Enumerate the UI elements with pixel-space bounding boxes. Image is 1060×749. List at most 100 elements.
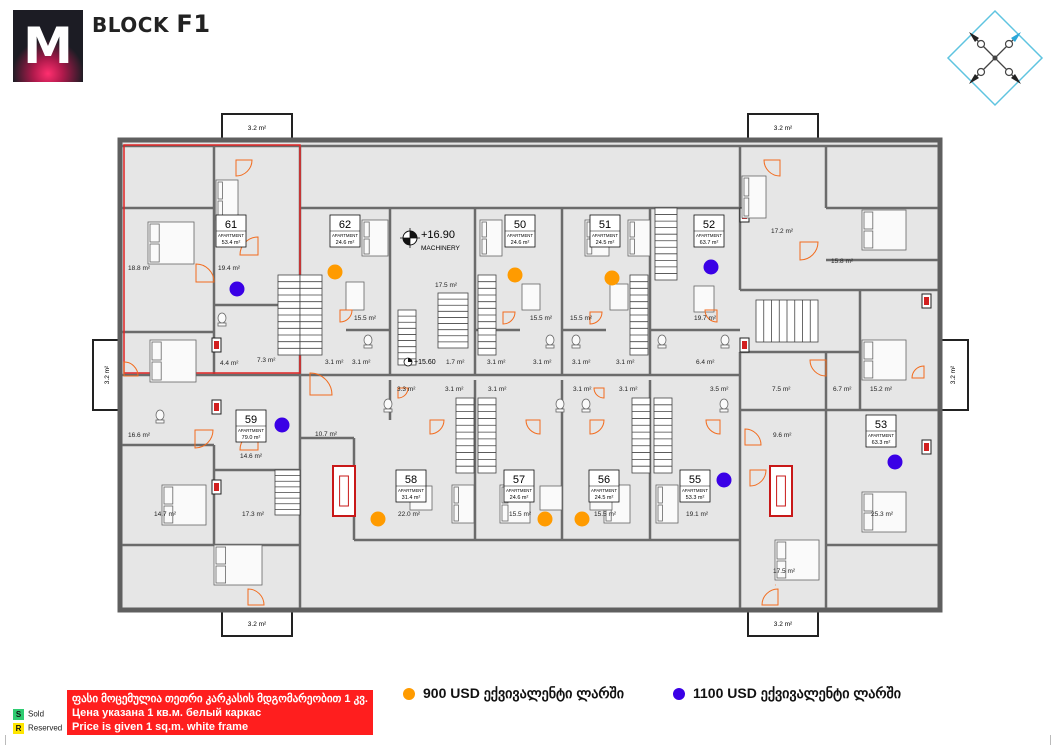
room-area-label: 19.7 m² bbox=[694, 315, 717, 322]
room-area-label: 3.1 m² bbox=[533, 359, 552, 366]
room-area-label: 3.1 m² bbox=[616, 359, 635, 366]
door-swing bbox=[195, 263, 215, 283]
small-shaft bbox=[211, 399, 222, 415]
door-swing bbox=[705, 419, 721, 435]
orange-price-dot bbox=[327, 264, 343, 280]
apartment-area: 24.6 m² bbox=[511, 240, 530, 246]
room-area-label: 15.5 m² bbox=[530, 315, 553, 322]
apartment-number: 52 bbox=[703, 219, 715, 231]
door-swing bbox=[799, 241, 819, 261]
price-note-box: ფასი მოცემულია თეთრი კარკასის მდგომარეობ… bbox=[67, 690, 373, 735]
room-area-label: 25.3 m² bbox=[871, 511, 894, 518]
bed bbox=[147, 221, 195, 265]
bed bbox=[627, 219, 651, 257]
bed bbox=[479, 219, 503, 257]
machinery-label: MACHINERY bbox=[421, 245, 461, 252]
reserved-label: Reserved bbox=[28, 723, 63, 733]
room-area-label: 15.5 m² bbox=[354, 315, 377, 322]
apartment-number: 53 bbox=[875, 419, 887, 431]
purple-price-dot bbox=[716, 472, 732, 488]
bed bbox=[149, 339, 197, 383]
svg-text:3.2 m²: 3.2 m² bbox=[774, 125, 793, 132]
bed bbox=[361, 219, 389, 257]
toilet bbox=[155, 409, 165, 424]
toilet bbox=[720, 334, 730, 349]
room-area-label: 3.1 m² bbox=[572, 359, 591, 366]
svg-text:3.2 m²: 3.2 m² bbox=[248, 125, 267, 132]
door-swing bbox=[749, 469, 767, 487]
room-area-label: 3.1 m² bbox=[619, 386, 638, 393]
balcony-bottom-right: 3.2 m² bbox=[747, 609, 819, 637]
room-area-label: 18.8 m² bbox=[128, 265, 151, 272]
toilet bbox=[217, 312, 227, 327]
door-swing bbox=[911, 365, 925, 379]
door-swing bbox=[704, 309, 718, 323]
machinery-level: +16.90 bbox=[421, 229, 455, 241]
door-swing bbox=[502, 311, 516, 325]
apartment-type: APARTMENT bbox=[238, 428, 264, 433]
room-area-label: 3.1 m² bbox=[325, 359, 344, 366]
apartment-number: 59 bbox=[245, 414, 257, 426]
apartment-type: APARTMENT bbox=[398, 488, 424, 493]
purple-price-dot bbox=[703, 259, 719, 275]
room-area-label: 15.5 m² bbox=[509, 511, 532, 518]
staircase bbox=[397, 309, 417, 366]
staircase bbox=[437, 292, 469, 349]
page-title: BLOCK F1 bbox=[92, 10, 211, 38]
room-area-label: 6.4 m² bbox=[696, 359, 715, 366]
small-shaft bbox=[921, 293, 932, 309]
orange-dot-icon bbox=[403, 687, 415, 700]
staircase bbox=[653, 397, 673, 474]
bed bbox=[161, 484, 207, 526]
compass-icon bbox=[946, 9, 1044, 107]
sold-label: Sold bbox=[28, 709, 45, 719]
vent-shaft bbox=[769, 465, 793, 517]
brand-logo: M bbox=[13, 10, 83, 82]
bed bbox=[774, 539, 820, 581]
apartment-type: APARTMENT bbox=[592, 233, 618, 238]
room-area-label: 7.3 m² bbox=[257, 357, 276, 364]
room-area-label: 9.6 m² bbox=[773, 432, 792, 439]
door-swing bbox=[123, 361, 139, 377]
price-purple-label: 1100 USD ექვივალენტი ლარში bbox=[693, 685, 901, 701]
small-shaft bbox=[211, 479, 222, 495]
door-swing bbox=[589, 419, 605, 435]
purple-price-dot bbox=[887, 454, 903, 470]
title-prefix: BLOCK bbox=[92, 13, 169, 37]
room-area-label: 3.1 m² bbox=[573, 386, 592, 393]
corner-mark bbox=[1050, 735, 1051, 745]
legend-price-orange: 900 USD ექვივალენტი ლარში bbox=[403, 685, 624, 702]
apartment-number: 58 bbox=[405, 474, 417, 486]
vent-shaft bbox=[332, 465, 356, 517]
reserved-swatch: R bbox=[13, 723, 24, 734]
room-area-label: 6.7 m² bbox=[833, 386, 852, 393]
staircase bbox=[477, 397, 497, 474]
corner-mark bbox=[5, 735, 6, 745]
apartment-area: 53.4 m² bbox=[222, 240, 241, 246]
staircase bbox=[755, 299, 819, 343]
door-swing bbox=[429, 419, 445, 435]
table bbox=[693, 285, 715, 313]
room-area-label: 15.8 m² bbox=[831, 258, 854, 265]
door-swing bbox=[397, 387, 409, 399]
staircase bbox=[654, 207, 678, 281]
apartment-type: APARTMENT bbox=[218, 233, 244, 238]
apartment-area: 31.4 m² bbox=[402, 495, 421, 501]
room-area-label: 3.5 m² bbox=[710, 386, 729, 393]
bed bbox=[655, 484, 679, 524]
apartment-area: 63.3 m² bbox=[872, 440, 891, 446]
shafts bbox=[211, 207, 932, 517]
staircase bbox=[299, 274, 323, 356]
toilet bbox=[545, 334, 555, 349]
toilet bbox=[555, 398, 565, 413]
toilet bbox=[657, 334, 667, 349]
table bbox=[345, 281, 365, 311]
orange-price-dot bbox=[537, 511, 553, 527]
